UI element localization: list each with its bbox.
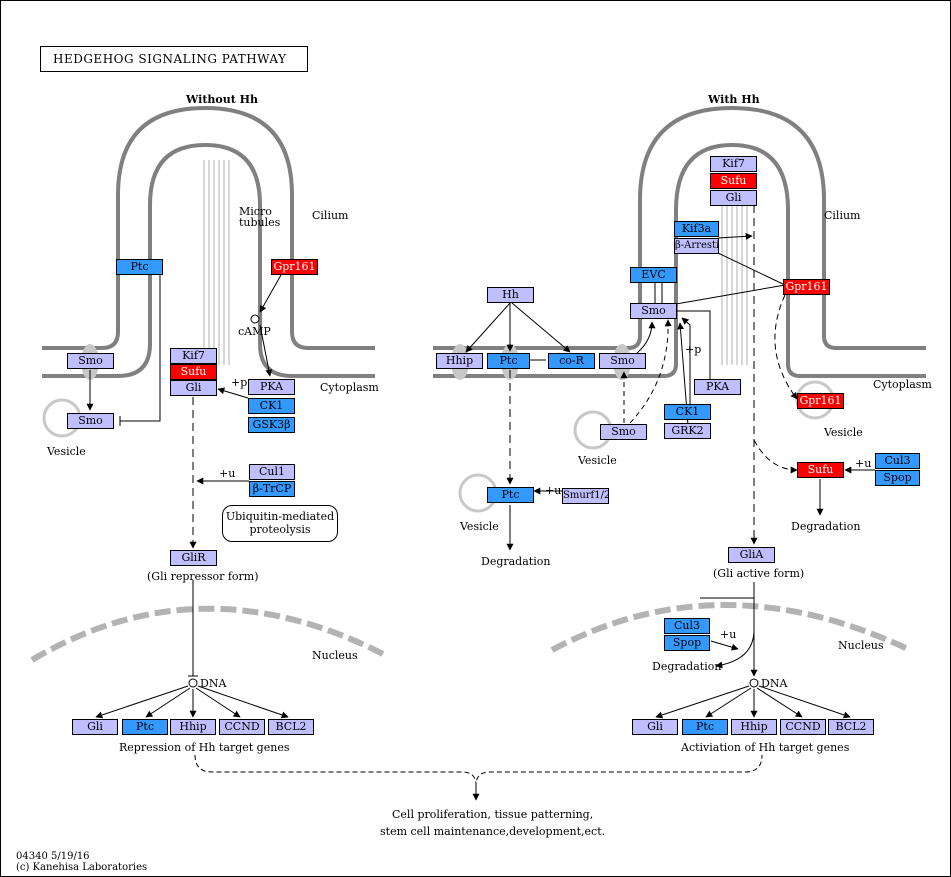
dna-label-right: DNA [761, 677, 788, 690]
gene-glir[interactable]: GliR [170, 550, 217, 566]
gene-ck1-right[interactable]: CK1 [664, 404, 711, 420]
nucleus-envelopes [30, 602, 912, 663]
gene-smo-right-membrane[interactable]: Smo [599, 353, 646, 369]
gene-smo-left-vesicle[interactable]: Smo [67, 413, 114, 429]
gene-gli-right[interactable]: Gli [710, 190, 757, 206]
gene-ptc-right[interactable]: Ptc [487, 353, 530, 369]
gene-beta-arrestin[interactable]: β-Arrestin [674, 238, 719, 254]
outcome-line-1: Cell proliferation, tissue patterning, [392, 808, 594, 821]
outcome-line-2: stem cell maintenance,development,ect. [380, 825, 606, 838]
gene-grk2[interactable]: GRK2 [664, 423, 711, 439]
gene-glia[interactable]: GliA [728, 547, 775, 563]
gene-smo-right-cilium[interactable]: Smo [630, 303, 677, 319]
target-ccnd-right[interactable]: CCND [780, 719, 826, 735]
degradation-label-sufu: Degradation [791, 520, 861, 533]
page-title: HEDGEHOG SIGNALING PATHWAY [40, 46, 308, 72]
target-ccnd-left[interactable]: CCND [219, 719, 265, 735]
target-bcl2-right[interactable]: BCL2 [828, 719, 874, 735]
gene-evc[interactable]: EVC [630, 267, 677, 283]
plus-u-cul3-spop: +u [720, 628, 737, 641]
ubiquitin-line-1: Ubiquitin-mediated [225, 510, 335, 523]
gene-spop-a[interactable]: Spop [875, 470, 920, 486]
target-bcl2-left[interactable]: BCL2 [268, 719, 314, 735]
repression-label: Repression of Hh target genes [119, 741, 290, 754]
activation-label: Activiation of Hh target genes [681, 741, 850, 754]
gene-pka-right[interactable]: PKA [694, 379, 741, 395]
section-without-hh: Without Hh [186, 93, 259, 106]
gene-gpr161-right-vesicle[interactable]: Gpr161 [797, 393, 844, 409]
gene-hh[interactable]: Hh [487, 287, 534, 303]
gene-smo-left-membrane[interactable]: Smo [67, 353, 114, 369]
nucleus-label-right: Nucleus [838, 639, 884, 652]
gene-cul1[interactable]: Cul1 [249, 464, 295, 480]
gene-sufu-right[interactable]: Sufu [710, 173, 757, 189]
gene-ptc-right-vesicle[interactable]: Ptc [487, 487, 534, 503]
gene-btrcp[interactable]: β-TrCP [249, 481, 295, 497]
gli-active-label: (Gli active form) [713, 567, 805, 580]
gene-spop-b[interactable]: Spop [664, 635, 710, 651]
target-ptc-right[interactable]: Ptc [682, 719, 728, 735]
target-ptc-left[interactable]: Ptc [122, 719, 168, 735]
gene-sufu-left[interactable]: Sufu [170, 364, 217, 380]
cilium-label-right: Cilium [824, 209, 861, 222]
plus-u-left: +u [219, 467, 236, 480]
ubiquitin-proteolysis-box[interactable]: Ubiquitin-mediated proteolysis [222, 505, 338, 542]
target-gli-left[interactable]: Gli [72, 719, 118, 735]
target-hhip-right[interactable]: Hhip [731, 719, 777, 735]
cytoplasm-label-left: Cytoplasm [320, 381, 379, 394]
nucleus-label-left: Nucleus [312, 649, 358, 662]
ubiquitin-line-2: proteolysis [249, 523, 311, 536]
gene-kif7-left[interactable]: Kif7 [170, 348, 217, 364]
vesicle-label-left: Vesicle [47, 445, 86, 458]
footer-id: 04340 5/19/16 [16, 851, 90, 862]
vesicle-label-right-1: Vesicle [824, 426, 863, 439]
gene-smo-right-vesicle[interactable]: Smo [600, 424, 647, 440]
cilium-label-left: Cilium [312, 209, 349, 222]
plus-p-right: +p [685, 343, 702, 356]
gene-smurf[interactable]: Smurf1/2 [562, 488, 609, 504]
gene-hhip-membrane[interactable]: Hhip [436, 353, 483, 369]
plus-p-left: +p [231, 376, 248, 389]
dna-label-left: DNA [200, 677, 227, 690]
vesicle-label-right-3: Vesicle [460, 520, 499, 533]
gene-ptc-left[interactable]: Ptc [116, 259, 163, 275]
gene-cul3-a[interactable]: Cul3 [875, 453, 920, 469]
camp-label: cAMP [238, 325, 271, 338]
gene-gli-left[interactable]: Gli [170, 380, 217, 396]
target-hhip-left[interactable]: Hhip [170, 719, 216, 735]
target-gli-right[interactable]: Gli [632, 719, 678, 735]
plus-u-cul3: +u [855, 457, 872, 470]
vesicles [42, 380, 835, 513]
gene-kif7-right[interactable]: Kif7 [710, 156, 757, 172]
footer-copyright: (c) Kanehisa Laboratories [16, 862, 148, 873]
degradation-label-ptc: Degradation [481, 555, 551, 568]
gene-kif3a[interactable]: Kif3a [674, 221, 719, 237]
microtubules-left [203, 160, 230, 365]
section-with-hh: With Hh [708, 93, 760, 106]
gli-repressor-label: (Gli repressor form) [147, 570, 259, 583]
gene-ck1-left[interactable]: CK1 [248, 398, 295, 414]
gene-sufu-right-2[interactable]: Sufu [797, 462, 844, 478]
membrane-right [433, 105, 926, 378]
gene-gpr161-right-cilium[interactable]: Gpr161 [783, 279, 830, 295]
tubules-label: tubules [239, 216, 281, 229]
gene-co-r[interactable]: co-R [548, 353, 595, 369]
membrane-left [42, 105, 375, 378]
cytoplasm-label-right: Cytoplasm [873, 378, 932, 391]
microtubules-right [721, 200, 748, 365]
gene-gsk3b-left[interactable]: GSK3β [248, 417, 295, 433]
gene-cul3-b[interactable]: Cul3 [664, 618, 710, 634]
vesicle-label-right-2: Vesicle [578, 454, 617, 467]
micro-label: Micro [239, 205, 272, 218]
gene-gpr161-left[interactable]: Gpr161 [271, 259, 318, 275]
plus-u-smurf: +u [545, 484, 562, 497]
gene-pka-left[interactable]: PKA [248, 379, 295, 395]
degradation-label-gli: Degradation [652, 660, 722, 673]
